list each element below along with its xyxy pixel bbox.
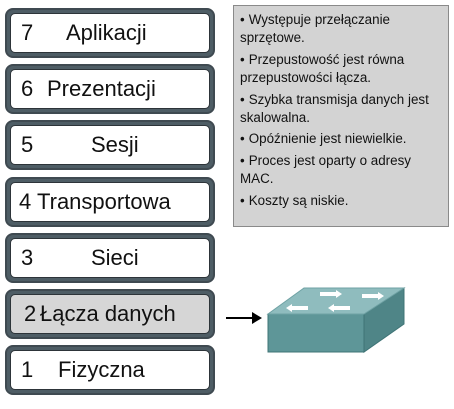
bullet: • xyxy=(240,12,245,27)
layer-number: 5 xyxy=(21,132,34,157)
bullet: • xyxy=(240,51,245,67)
info-item: •Przepustowość jest równa przepustowości… xyxy=(240,51,442,88)
bullet: • xyxy=(240,192,245,208)
layer-name: Fizyczna xyxy=(58,357,145,382)
layer-box-1: 1 Fizyczna xyxy=(5,345,215,395)
switch-icon xyxy=(266,287,406,353)
bullet: • xyxy=(240,91,245,107)
info-item-text: Przepustowość jest równa przepustowości … xyxy=(240,51,405,86)
layer-name: Prezentacji xyxy=(47,76,156,101)
layer-name: Sieci xyxy=(91,245,139,270)
info-item-text: Szybka transmisja danych jest skalowalna… xyxy=(240,91,429,126)
info-item: •Występuje przełączanie sprzętowe. xyxy=(240,11,442,48)
bullet: • xyxy=(240,131,245,147)
layer-box-4: 4 Transportowa xyxy=(5,177,215,227)
info-item: •Proces jest oparty o adresy MAC. xyxy=(240,152,442,189)
layer-box-5: 5 Sesji xyxy=(5,120,215,170)
layer-name: Aplikacji xyxy=(66,20,147,45)
info-item: •Opóźnienie jest niewielkie. xyxy=(240,130,442,148)
layer-box-6: 6 Prezentacji xyxy=(5,64,215,114)
info-item: •Koszty są niskie. xyxy=(240,192,442,210)
layer-box-3: 3 Sieci xyxy=(5,233,215,283)
info-item-text: Występuje przełączanie sprzętowe. xyxy=(240,12,390,46)
layer-number: 7 xyxy=(21,20,34,45)
bullet: • xyxy=(240,152,245,168)
layer-name: Łącza danych xyxy=(40,301,176,326)
layer-box-7: 7 Aplikacji xyxy=(5,8,215,58)
layer-number: 1 xyxy=(21,357,34,382)
info-item-text: Proces jest oparty o adresy MAC. xyxy=(240,152,411,187)
info-item-text: Koszty są niskie. xyxy=(248,192,349,208)
info-box: •Występuje przełączanie sprzętowe. •Prze… xyxy=(233,5,449,227)
info-item: •Szybka transmisja danych jest skalowaln… xyxy=(240,91,442,128)
layer-number: 2 xyxy=(24,301,37,326)
layer-number: 6 xyxy=(21,76,34,101)
layer-name: Transportowa xyxy=(37,189,171,214)
info-list: •Występuje przełączanie sprzętowe. •Prze… xyxy=(240,11,442,210)
arrow-right-icon xyxy=(226,312,262,324)
layer-number: 3 xyxy=(21,245,34,270)
layer-number: 4 xyxy=(19,189,32,214)
layer-box-2: 2 Łącza danych xyxy=(5,289,215,339)
info-item-text: Opóźnienie jest niewielkie. xyxy=(248,131,407,147)
layer-name: Sesji xyxy=(91,132,139,157)
